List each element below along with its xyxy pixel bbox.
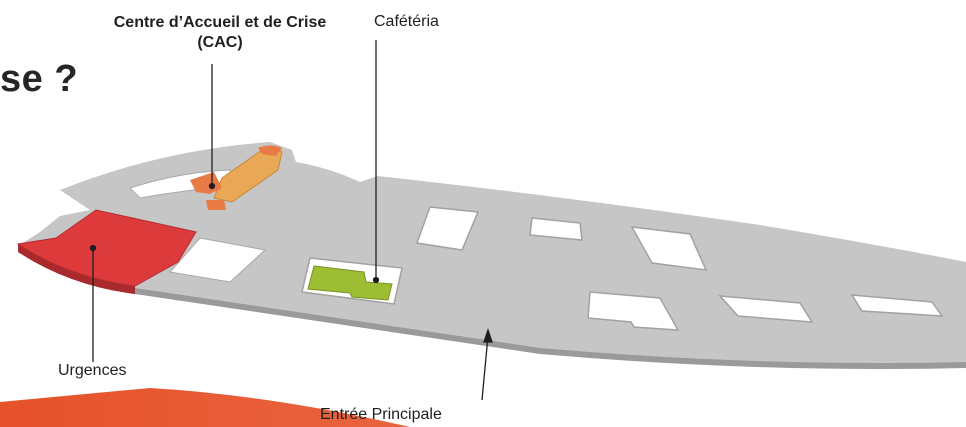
cac-zone[interactable] [190,172,222,194]
building-footprint [18,142,966,364]
urgences-zone[interactable] [16,209,197,287]
cafeteria-zone[interactable] [307,265,393,301]
cac-zone-top[interactable] [258,145,282,157]
wing-gap [169,237,267,283]
patios [415,206,944,331]
urgences-label: Urgences [58,362,127,379]
main-entrance-label: Entrée Principale [320,406,442,423]
cac-zone-lower[interactable] [206,200,226,210]
page-heading-fragment: se ? [0,58,79,100]
cac-label-line1: Centre d’Accueil et de Crise [113,14,327,31]
cac-label: Centre d’Accueil et de Crise (CAC) [80,13,360,53]
cafeteria-label: Cafétéria [374,13,439,30]
accent-stripe [0,388,410,427]
urgences-edge [18,244,135,294]
building-edge [18,244,966,370]
leader-lines [89,40,493,401]
cac-label-line2: (CAC) [197,34,243,51]
